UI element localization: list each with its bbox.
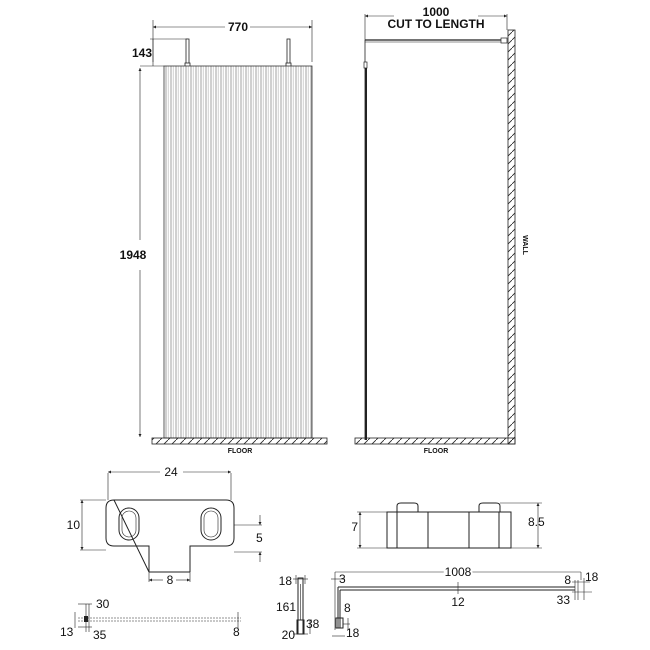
- bar-center-label: 12: [451, 595, 465, 609]
- cut-to-length-label: CUT TO LENGTH: [387, 17, 484, 31]
- channel-right-height-label: 8: [233, 625, 240, 639]
- clamp-body: [386, 511, 512, 549]
- bar-foot-height-label: 8: [344, 601, 351, 615]
- channel-left-height-label: 13: [60, 625, 74, 639]
- clamp-block-detail: 7 8.5: [351, 502, 545, 549]
- arm-base-height-label: 38: [306, 617, 320, 631]
- bar-right-offset-label: 33: [557, 593, 571, 607]
- floor-label-front: FLOOR: [228, 448, 253, 455]
- bracket-height-label: 143: [132, 46, 152, 60]
- floor-label-side: FLOOR: [424, 448, 449, 455]
- arm-base-width-label: 20: [282, 628, 296, 642]
- floor-hatch-side: [354, 437, 516, 445]
- bar-foot-width-label: 18: [346, 626, 360, 640]
- slot-width-label: 8: [167, 573, 174, 587]
- right-bracket: [286, 38, 291, 66]
- front-width-label: 770: [228, 20, 248, 34]
- bar-offset-label: 3: [339, 572, 346, 586]
- wall-hatch: [507, 29, 516, 445]
- front-height-label: 1948: [120, 248, 147, 262]
- floor-hatch-front: [151, 437, 328, 445]
- right-slot: [200, 507, 222, 541]
- plate-width-label: 24: [164, 465, 178, 479]
- floor-channel-detail: 30 13 35 8: [60, 597, 241, 642]
- arm-top-label: 18: [279, 574, 293, 588]
- arm-height-label: 161: [276, 600, 296, 614]
- channel-left-width-label: 35: [93, 628, 107, 642]
- left-bracket: [185, 38, 190, 66]
- side-view: 1000 CUT TO LENGTH WALL FLOOR: [354, 5, 528, 455]
- wall-bar-detail: 1008 3 12 8 18 33 8 18: [331, 563, 599, 640]
- bar-right-gap-label: 8: [564, 573, 571, 587]
- clamp-height-label: 7: [351, 520, 358, 534]
- plate-outline: [105, 499, 235, 573]
- bracket-plate-detail: 24 10 5 8: [67, 465, 263, 587]
- fluted-glass-panel: [163, 65, 313, 439]
- bar-length-label: 1008: [445, 565, 472, 579]
- plate-height-label: 10: [67, 518, 81, 532]
- side-width-label: 1000: [423, 5, 450, 19]
- channel-top-label: 30: [96, 597, 110, 611]
- left-slot: [118, 507, 140, 541]
- clamp-overall-height-label: 8.5: [528, 515, 545, 529]
- bar-right-end-label: 18: [585, 570, 599, 584]
- wall-label: WALL: [521, 235, 528, 256]
- notch-depth-label: 5: [256, 531, 263, 545]
- support-arm-detail: 18 161 20 38: [276, 574, 320, 642]
- front-view: 770 143 1948 FLOOR: [120, 20, 328, 455]
